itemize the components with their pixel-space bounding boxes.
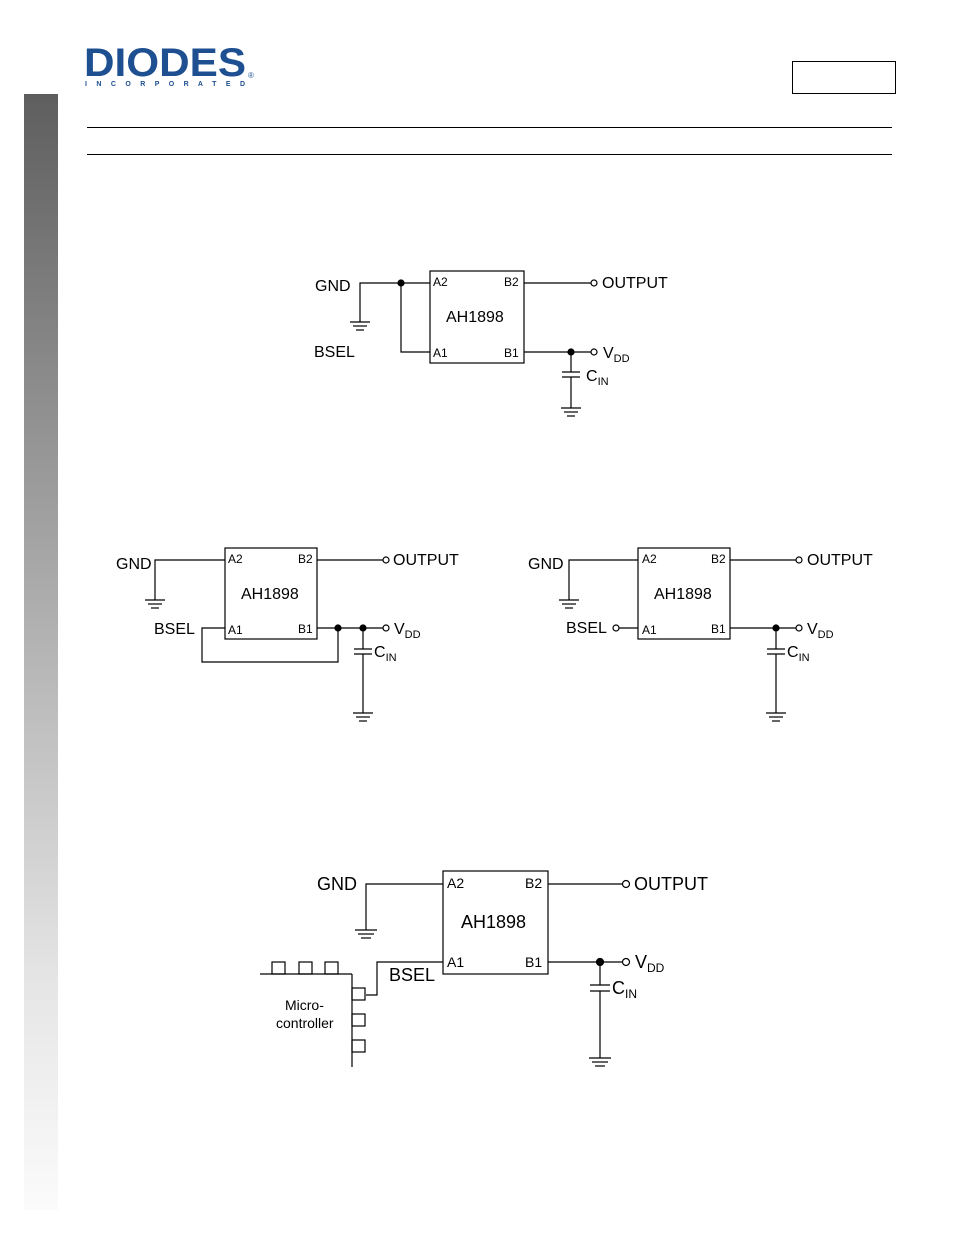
output-terminal-icon (796, 557, 802, 563)
ground-icon (355, 930, 377, 938)
pin-a1: A1 (642, 623, 657, 637)
junction-dot (335, 625, 341, 631)
pin-a2: A2 (642, 552, 657, 566)
pin-b2: B2 (711, 552, 726, 566)
ground-icon (766, 713, 786, 721)
pin-a1: A1 (433, 346, 448, 360)
pin-b2: B2 (298, 552, 313, 566)
vdd-label: VDD (394, 621, 421, 641)
vdd-terminal-icon (623, 959, 630, 966)
capacitor-icon (354, 649, 372, 654)
gnd-wire (360, 283, 430, 322)
pin-a1: A1 (447, 954, 464, 970)
pin-a1: A1 (228, 623, 243, 637)
bsel-terminal-icon (613, 625, 619, 631)
vdd-terminal-icon (796, 625, 802, 631)
chip-name: AH1898 (241, 586, 299, 603)
bsel-label: BSEL (389, 965, 435, 985)
capacitor-icon (590, 985, 610, 991)
circuit-2: AH1898 A2 B2 A1 B1 GND BSEL OUTPUT VDD C… (116, 548, 459, 721)
gnd-label: GND (317, 874, 357, 894)
pin-a2: A2 (447, 875, 464, 891)
gnd-wire (155, 560, 225, 600)
circuit-1: AH1898 A2 B2 A1 B1 GND BSEL OUTPUT VDD C… (314, 271, 668, 416)
ground-icon (559, 600, 579, 608)
ground-icon (561, 408, 581, 416)
circuit-4: AH1898 A2 B2 A1 B1 GND BSEL Micro- contr… (260, 871, 708, 1067)
vdd-terminal-icon (591, 349, 597, 355)
ground-icon (350, 322, 370, 330)
ground-icon (589, 1058, 611, 1066)
output-label: OUTPUT (602, 275, 668, 292)
microcontroller-label-2: controller (276, 1015, 334, 1031)
bsel-label: BSEL (566, 620, 607, 637)
cin-label: CIN (787, 644, 810, 664)
gnd-label: GND (116, 556, 152, 573)
output-label: OUTPUT (807, 552, 873, 569)
output-terminal-icon (623, 881, 630, 888)
pin-b1: B1 (298, 622, 313, 636)
output-terminal-icon (383, 557, 389, 563)
bsel-loop-wire (202, 628, 338, 662)
capacitor-icon (562, 372, 580, 377)
ground-icon (353, 713, 373, 721)
pin-a2: A2 (433, 275, 448, 289)
pin-b2: B2 (504, 275, 519, 289)
bsel-label: BSEL (314, 344, 355, 361)
cin-label: CIN (612, 978, 637, 1001)
pin-b1: B1 (711, 622, 726, 636)
junction-dot (398, 280, 404, 286)
pin-b1: B1 (525, 954, 542, 970)
output-label: OUTPUT (634, 874, 708, 894)
output-label: OUTPUT (393, 552, 459, 569)
cin-label: CIN (374, 644, 397, 664)
vdd-terminal-icon (383, 625, 389, 631)
vdd-label: VDD (635, 952, 665, 975)
microcontroller-label-1: Micro- (285, 997, 324, 1013)
pin-b1: B1 (504, 346, 519, 360)
vdd-label: VDD (603, 345, 630, 365)
capacitor-icon (767, 649, 785, 654)
output-terminal-icon (591, 280, 597, 286)
chip-name: AH1898 (446, 309, 504, 326)
bsel-label: BSEL (154, 621, 195, 638)
ground-icon (145, 600, 165, 608)
bsel-tie-wire (401, 283, 430, 352)
pin-a2: A2 (228, 552, 243, 566)
chip-name: AH1898 (654, 586, 712, 603)
cin-label: CIN (586, 368, 609, 388)
pin-b2: B2 (525, 875, 542, 891)
vdd-label: VDD (807, 621, 834, 641)
gnd-label: GND (315, 278, 351, 295)
chip-name: AH1898 (461, 912, 526, 932)
circuit-3: AH1898 A2 B2 A1 B1 GND BSEL OUTPUT VDD C… (528, 548, 873, 721)
gnd-wire (569, 560, 638, 600)
gnd-wire (366, 884, 443, 930)
gnd-label: GND (528, 556, 564, 573)
